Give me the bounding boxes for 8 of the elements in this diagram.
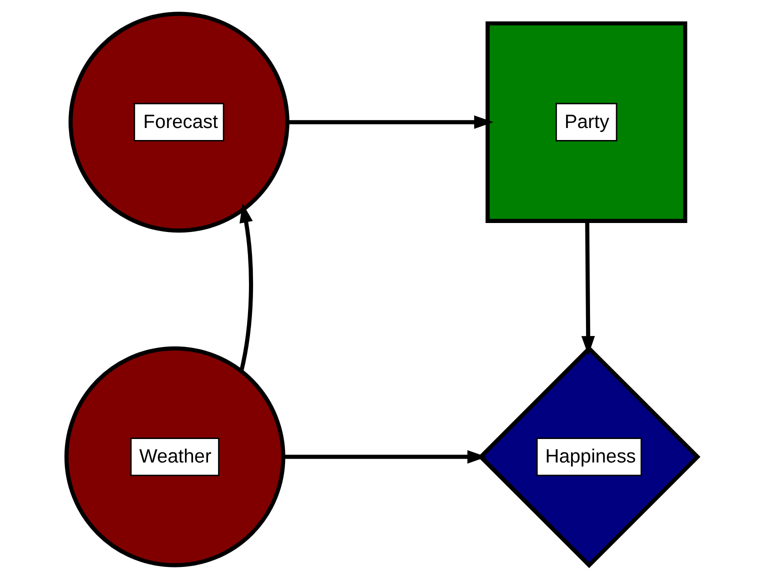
arrow [288,115,494,129]
arrow [581,221,595,356]
node-circle: Forecast [68,12,290,233]
arrow [239,203,254,372]
node-box: Party [486,21,688,223]
node-circle: Weather [64,346,286,568]
node-diamond: Happiness [478,346,700,568]
arrow [283,450,487,464]
